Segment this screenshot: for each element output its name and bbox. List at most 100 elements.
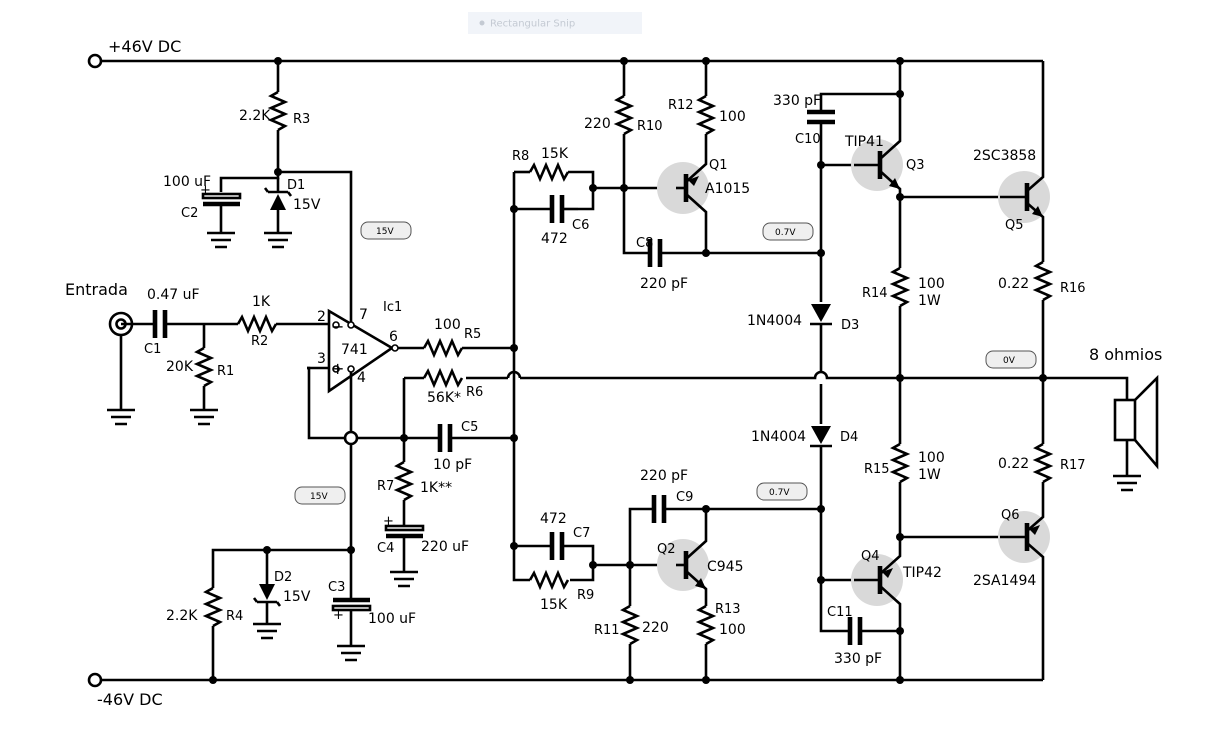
- q2-part: C945: [707, 559, 744, 575]
- c4-plus: +: [383, 514, 394, 529]
- resistor-r10: 220 R10: [584, 57, 663, 255]
- c1-value: 0.47 uF: [147, 287, 200, 303]
- badge-0v: 0V: [985, 350, 1037, 369]
- r17-ref: R17: [1060, 458, 1086, 473]
- c3-ref: C3: [328, 580, 345, 595]
- r2-ref: R2: [251, 334, 268, 349]
- opamp-pin-3: 3: [317, 351, 326, 367]
- r8-ref: R8: [512, 149, 529, 164]
- r3-ref: R3: [293, 112, 310, 127]
- c3-plus: +: [333, 608, 344, 623]
- transistor-q4: Q4 TIP42: [851, 537, 942, 680]
- r8-value: 15K: [541, 146, 569, 162]
- d2-ref: D2: [274, 570, 292, 585]
- svg-text:15V: 15V: [376, 227, 394, 237]
- q3-ref: Q3: [906, 158, 925, 173]
- resistor-r12: R12 100: [668, 57, 746, 162]
- r9-value: 15K: [540, 597, 568, 613]
- d4-value: 1N4004: [751, 429, 806, 445]
- c10-value: 330 pF: [773, 93, 821, 109]
- input-jack: Entrada: [65, 280, 153, 426]
- driver-node-top: R8 15K C6 472: [510, 146, 676, 578]
- r13-ref: R13: [715, 602, 741, 617]
- badge-15v-top: 15V: [360, 221, 412, 240]
- r16-value: 0.22: [998, 276, 1029, 292]
- d3-ref: D3: [841, 318, 859, 333]
- q5-ref: Q5: [1005, 218, 1024, 233]
- q1-part: A1015: [705, 181, 750, 197]
- resistor-r16: 0.22 R16: [998, 260, 1086, 382]
- input-label: Entrada: [65, 280, 128, 299]
- transistor-q2: Q2 C945: [657, 509, 744, 606]
- d1-ref: D1: [287, 178, 305, 193]
- opamp-pin-2: 2: [317, 309, 326, 325]
- resistor-r17: 0.22 R17: [998, 378, 1086, 516]
- badge-15v-bottom: 15V: [294, 486, 346, 505]
- c7-value: 472: [540, 511, 567, 527]
- opamp-minus-sign: −: [331, 317, 344, 336]
- resistor-r1: 20K R1: [166, 324, 234, 426]
- driver-node-bottom: 472 C7 15K R9: [512, 511, 676, 613]
- capacitor-c2: + 100 uF C2: [163, 172, 280, 249]
- q6-ref: Q6: [1001, 508, 1020, 523]
- c3-value: 100 uF: [368, 611, 416, 627]
- capacitor-c3: + C3 100 uF: [328, 550, 416, 662]
- c4-value: 220 uF: [421, 539, 469, 555]
- r17-value: 0.22: [998, 456, 1029, 472]
- resistor-r14: R14 100 1W: [862, 193, 945, 382]
- q6-part: 2SA1494: [973, 573, 1036, 589]
- r4-value: 2.2K: [166, 608, 198, 624]
- r14-ref: R14: [862, 286, 888, 301]
- negative-rail-label: -46V DC: [97, 690, 163, 709]
- negative-rail: -46V DC: [87, 672, 1043, 709]
- capacitor-c1: 0.47 uF C1: [144, 287, 204, 357]
- opamp-ref: Ic1: [383, 300, 402, 315]
- r1-ref: R1: [217, 364, 234, 379]
- r15-rating: 1W: [918, 467, 941, 483]
- c10-ref: C10: [795, 132, 821, 147]
- r12-ref: R12: [668, 98, 694, 113]
- badge-0-7v-bottom: 0.7V: [756, 482, 808, 501]
- svg-text:0.7V: 0.7V: [775, 228, 796, 238]
- r9-ref: R9: [577, 588, 594, 603]
- q4-ref: Q4: [861, 549, 880, 564]
- r5-ref: R5: [464, 327, 481, 342]
- r5-value: 100: [434, 317, 461, 333]
- r15-ref: R15: [864, 462, 890, 477]
- d2-value: 15V: [283, 589, 311, 605]
- svg-text:0.7V: 0.7V: [769, 488, 790, 498]
- transistor-q1: Q1 A1015: [657, 158, 750, 253]
- c2-ref: C2: [181, 206, 198, 221]
- c6-ref: C6: [572, 218, 589, 233]
- c5-ref: C5: [461, 420, 478, 435]
- r3-value: 2.2K: [239, 108, 271, 124]
- r6-ref: R6: [466, 385, 483, 400]
- opamp-pin-6: 6: [389, 329, 398, 345]
- c7-ref: C7: [573, 526, 590, 541]
- resistor-r5: 100 R5: [398, 317, 518, 359]
- r7-value: 1K**: [420, 480, 452, 496]
- output-label: 8 ohmios: [1089, 345, 1162, 364]
- capacitor-c10: 330 pF C10: [773, 90, 904, 167]
- d1-value: 15V: [293, 197, 321, 213]
- resistor-r2: 1K R2: [204, 294, 307, 349]
- c6-value: 472: [541, 231, 568, 247]
- q2-ref: Q2: [657, 542, 676, 557]
- c11-ref: C11: [827, 605, 853, 620]
- svg-text:0V: 0V: [1003, 356, 1016, 366]
- snip-toolbar[interactable]: Rectangular Snip: [468, 12, 642, 34]
- opamp-positive-supply: 2.2K R3: [239, 57, 353, 322]
- capacitor-c8: C8 220 pF: [636, 236, 825, 292]
- r10-ref: R10: [637, 119, 663, 134]
- c9-ref: C9: [676, 490, 693, 505]
- c2-plus: +: [200, 183, 211, 198]
- r4-ref: R4: [226, 609, 243, 624]
- q3-part: TIP41: [844, 134, 884, 150]
- opamp-negative-supply: 2.2K R4: [166, 372, 359, 684]
- r16-ref: R16: [1060, 281, 1086, 296]
- bias-chain: 1N4004 D3 1N4004 D4: [747, 161, 859, 633]
- positive-rail: +46V DC: [87, 37, 1043, 69]
- r15-value: 100: [918, 450, 945, 466]
